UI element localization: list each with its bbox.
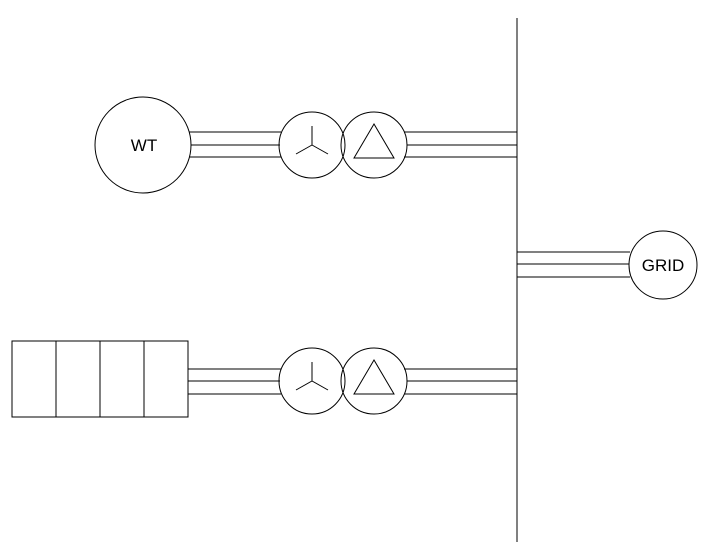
wind-turbine-node: WT — [94, 96, 192, 194]
wye-symbol-icon — [295, 126, 329, 155]
wind-turbine-label: WT — [131, 136, 157, 155]
battery-cell — [55, 340, 101, 418]
transformer-2 — [278, 347, 408, 415]
grid-feeder — [517, 251, 630, 278]
wind-turbine-feeder — [188, 131, 281, 158]
wye-symbol-icon — [295, 362, 329, 391]
battery-cell — [143, 340, 189, 418]
battery-feeder — [188, 368, 281, 395]
wind-turbine-circle — [94, 96, 192, 194]
battery-storage — [11, 340, 189, 418]
transformer-1-primary-winding — [278, 111, 346, 179]
transformer-1 — [278, 111, 408, 179]
delta-symbol-icon — [353, 359, 395, 395]
grid-circle — [628, 230, 698, 300]
delta-symbol-icon — [353, 123, 395, 159]
battery-cell — [99, 340, 145, 418]
battery-cell — [11, 340, 57, 418]
transformer-1-secondary-winding — [340, 111, 408, 179]
battery-transformer-to-bus — [404, 368, 517, 395]
grid-node: GRID — [628, 230, 698, 300]
transformer-2-primary-winding — [278, 347, 346, 415]
grid-label: GRID — [642, 256, 685, 275]
wind-turbine-transformer-to-bus — [404, 131, 517, 158]
transformer-2-secondary-winding — [340, 347, 408, 415]
